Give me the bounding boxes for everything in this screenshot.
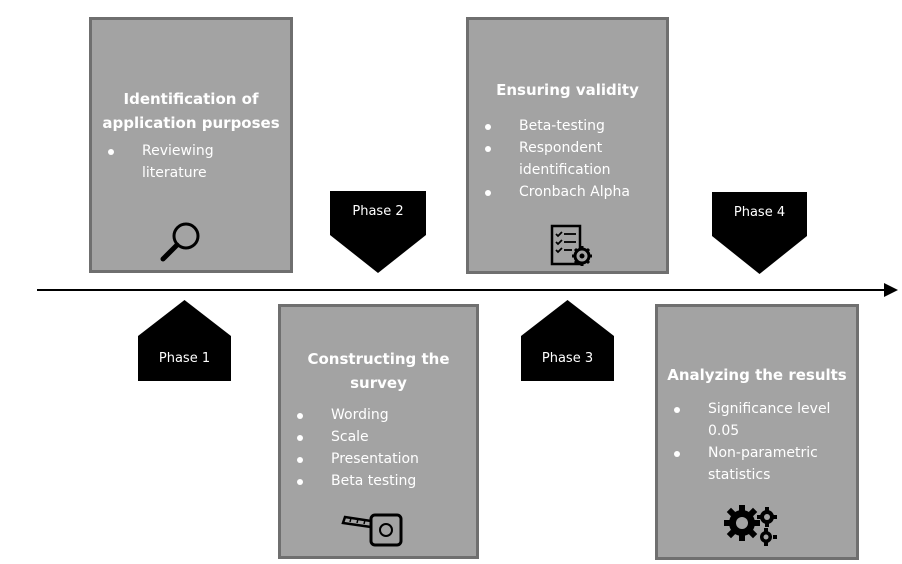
validity-bullet: Cronbach Alpha xyxy=(485,182,666,203)
constructing-bullet: Scale xyxy=(297,427,476,448)
validity-bullet-continuation: identification xyxy=(519,162,611,178)
validity-box: Ensuring validity Beta-testing Responden… xyxy=(466,17,669,274)
analyzing-bullet-continuation: 0.05 xyxy=(708,423,740,439)
phase-3-marker: Phase 3 xyxy=(521,300,614,381)
checklist-gear-icon xyxy=(550,224,592,266)
phase-3-label: Phase 3 xyxy=(541,351,594,366)
phase-2-marker: Phase 2 xyxy=(330,191,426,273)
phase-1-label: Phase 1 xyxy=(158,351,211,366)
timeline-axis xyxy=(37,289,887,291)
validity-title: Ensuring validity xyxy=(496,81,639,99)
analyzing-box: Analyzing the results Significance level… xyxy=(655,304,859,560)
constructing-bullet: Presentation xyxy=(297,449,476,470)
identification-bullet-continuation: literature xyxy=(142,165,207,181)
tape-measure-icon xyxy=(341,513,403,547)
identification-title-line2: application purposes xyxy=(102,114,280,132)
phase-1-marker: Phase 1 xyxy=(138,300,231,381)
timeline-arrowhead xyxy=(884,283,898,297)
gears-icon xyxy=(724,505,777,546)
analyzing-bullet: Significance level xyxy=(674,399,856,420)
constructing-box: Constructing the survey Wording Scale Pr… xyxy=(278,304,479,559)
analyzing-bullet: Non-parametric xyxy=(674,443,856,464)
constructing-title-line1: Constructing the xyxy=(307,350,450,368)
phase-4-marker: Phase 4 xyxy=(712,192,807,274)
identification-title-line1: Identification of xyxy=(123,90,259,108)
magnifier-icon xyxy=(160,222,200,262)
constructing-bullet: Beta testing xyxy=(297,471,476,492)
constructing-bullet: Wording xyxy=(297,405,476,426)
identification-bullet: Reviewing xyxy=(108,141,290,162)
identification-box: Identification of application purposes R… xyxy=(89,17,293,273)
phase-4-label: Phase 4 xyxy=(733,205,786,220)
validity-bullet: Respondent xyxy=(485,138,666,159)
analyzing-bullet-continuation: statistics xyxy=(708,467,771,483)
validity-bullet: Beta-testing xyxy=(485,116,666,137)
phase-2-label: Phase 2 xyxy=(352,204,404,219)
constructing-title-line2: survey xyxy=(350,374,407,392)
analyzing-title: Analyzing the results xyxy=(667,366,847,384)
